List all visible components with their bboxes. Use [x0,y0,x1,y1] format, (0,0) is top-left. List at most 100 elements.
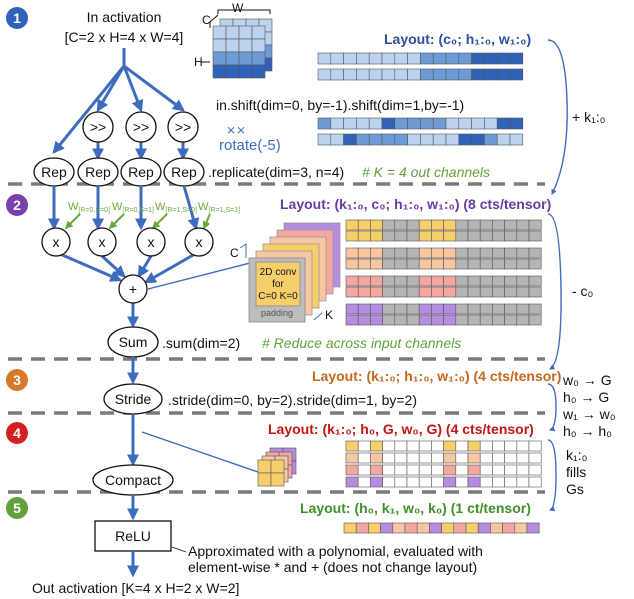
layout-2-slot [370,314,383,326]
shifted-slot [471,117,485,130]
layout-2-slot [406,258,420,270]
layout-2-slot [504,314,518,326]
layout-2-slot [455,286,469,298]
layout-5-slot [514,522,528,534]
layout-4-slot [443,452,457,464]
svg-text:2: 2 [13,197,21,213]
weight-label-3: W[R=1,S=0] [155,201,197,214]
layout-1-slot [445,52,460,65]
layout-1-slot [432,52,447,65]
shifted-slot [368,133,383,146]
shifted-slot [381,133,396,146]
layout-2-slot [382,286,396,298]
mini-tile-cell [257,472,272,487]
layout-2-slot [418,303,432,315]
layout-2-slot [382,314,396,326]
shifted-slot [484,117,498,130]
layout-2-slot [357,303,371,315]
layout-4-slot [504,476,518,488]
shifted-slot [432,133,447,146]
layout-2-slot [370,258,383,270]
layout-4-slot [516,440,530,452]
layout-1-slot [368,68,383,81]
layout-2-slot [516,230,530,242]
relu-node: ReLU [94,520,172,552]
flow-stage-1 [52,48,189,161]
layout-2-slot [479,303,493,315]
mini-tile-cell [270,472,285,487]
svg-text:Stride: Stride [115,391,152,407]
layout-4-slot [394,476,408,488]
svg-text:5: 5 [13,500,21,516]
shifted-slot [509,133,524,146]
layout-4-slot [479,464,493,476]
layout-4-slot [516,476,530,488]
layout-5-ciphertext [343,522,540,534]
flow-stage-2 [48,185,200,329]
layout-4-slot [455,440,469,452]
layout-1-slot [330,68,344,81]
shifted-slot [343,117,357,130]
layout-4-slot [431,440,444,452]
layout-4-slot [345,464,359,476]
shifted-slot [317,117,332,130]
shifted-slot [496,133,511,146]
layout-5-slot [416,522,430,534]
cube-front-cell [225,25,240,40]
layout-4-slot [492,452,505,464]
layout-2-slot [357,258,371,270]
svg-text:x: x [148,234,155,250]
fills-note-3: Gs [566,481,584,497]
layout-2-slot [357,314,371,326]
stride-node: Stride [103,383,163,415]
cube-front-cell [225,64,240,79]
layout-2-slot [370,275,383,287]
multiply-node-2: x [87,227,117,257]
layout-2-slot [370,230,383,242]
map-note-3: w₁ → w₀ [562,406,616,422]
stage-badge-3: 3 [6,369,28,391]
layout-4-slot [516,464,530,476]
layout-5-slot [380,522,394,534]
layout-2-slot [516,258,530,270]
plus-k-note: + k₁:₀ [572,109,606,125]
layout-2-slot [528,247,542,259]
cube-front-cell [225,38,240,53]
layout-4-slot [455,464,469,476]
conv-line-2: for [272,279,284,290]
map-note-4: h₀ → h₀ [563,423,612,439]
layout-4-slot [504,452,518,464]
shifted-slot [407,133,421,146]
rotate-label: rotate(-5) [219,137,281,154]
layout-2-slot [492,303,505,315]
layout-1-slot [484,68,498,81]
axis-c-bracket [209,14,219,28]
shifted-slot [381,117,396,130]
layout-2-slot [357,247,371,259]
layout-2-slot [492,230,505,242]
layout-2-slot [467,275,481,287]
svg-text:>>: >> [133,119,149,135]
rep-node-3: Rep [120,157,162,187]
layout-2-slot [455,258,469,270]
shifted-slot [330,117,344,130]
layout-4-slot [382,476,396,488]
cube-front-cell [212,38,227,53]
axis-c-label: C [202,13,211,27]
layout-2-slot [504,286,518,298]
layout-2-slot [431,303,444,315]
layout-1-slot [458,68,472,81]
stage-separators [8,182,545,494]
layout-4-slot [382,440,396,452]
replicate-call: .replicate(dim=3, n=4) [208,164,344,180]
svg-text:Rep: Rep [41,164,67,180]
layout-2-slot [357,275,371,287]
weight-label-1: W[R=0,S=0] [68,201,110,214]
fills-note-1: k₁:₀ [566,447,588,463]
layout-2-slot [492,314,505,326]
layout-4-slot [492,476,505,488]
cube-front-cell [212,25,227,40]
svg-text:Compact: Compact [105,472,161,488]
shift-node-2: >> [125,111,157,143]
layout-2-slot [357,219,371,231]
